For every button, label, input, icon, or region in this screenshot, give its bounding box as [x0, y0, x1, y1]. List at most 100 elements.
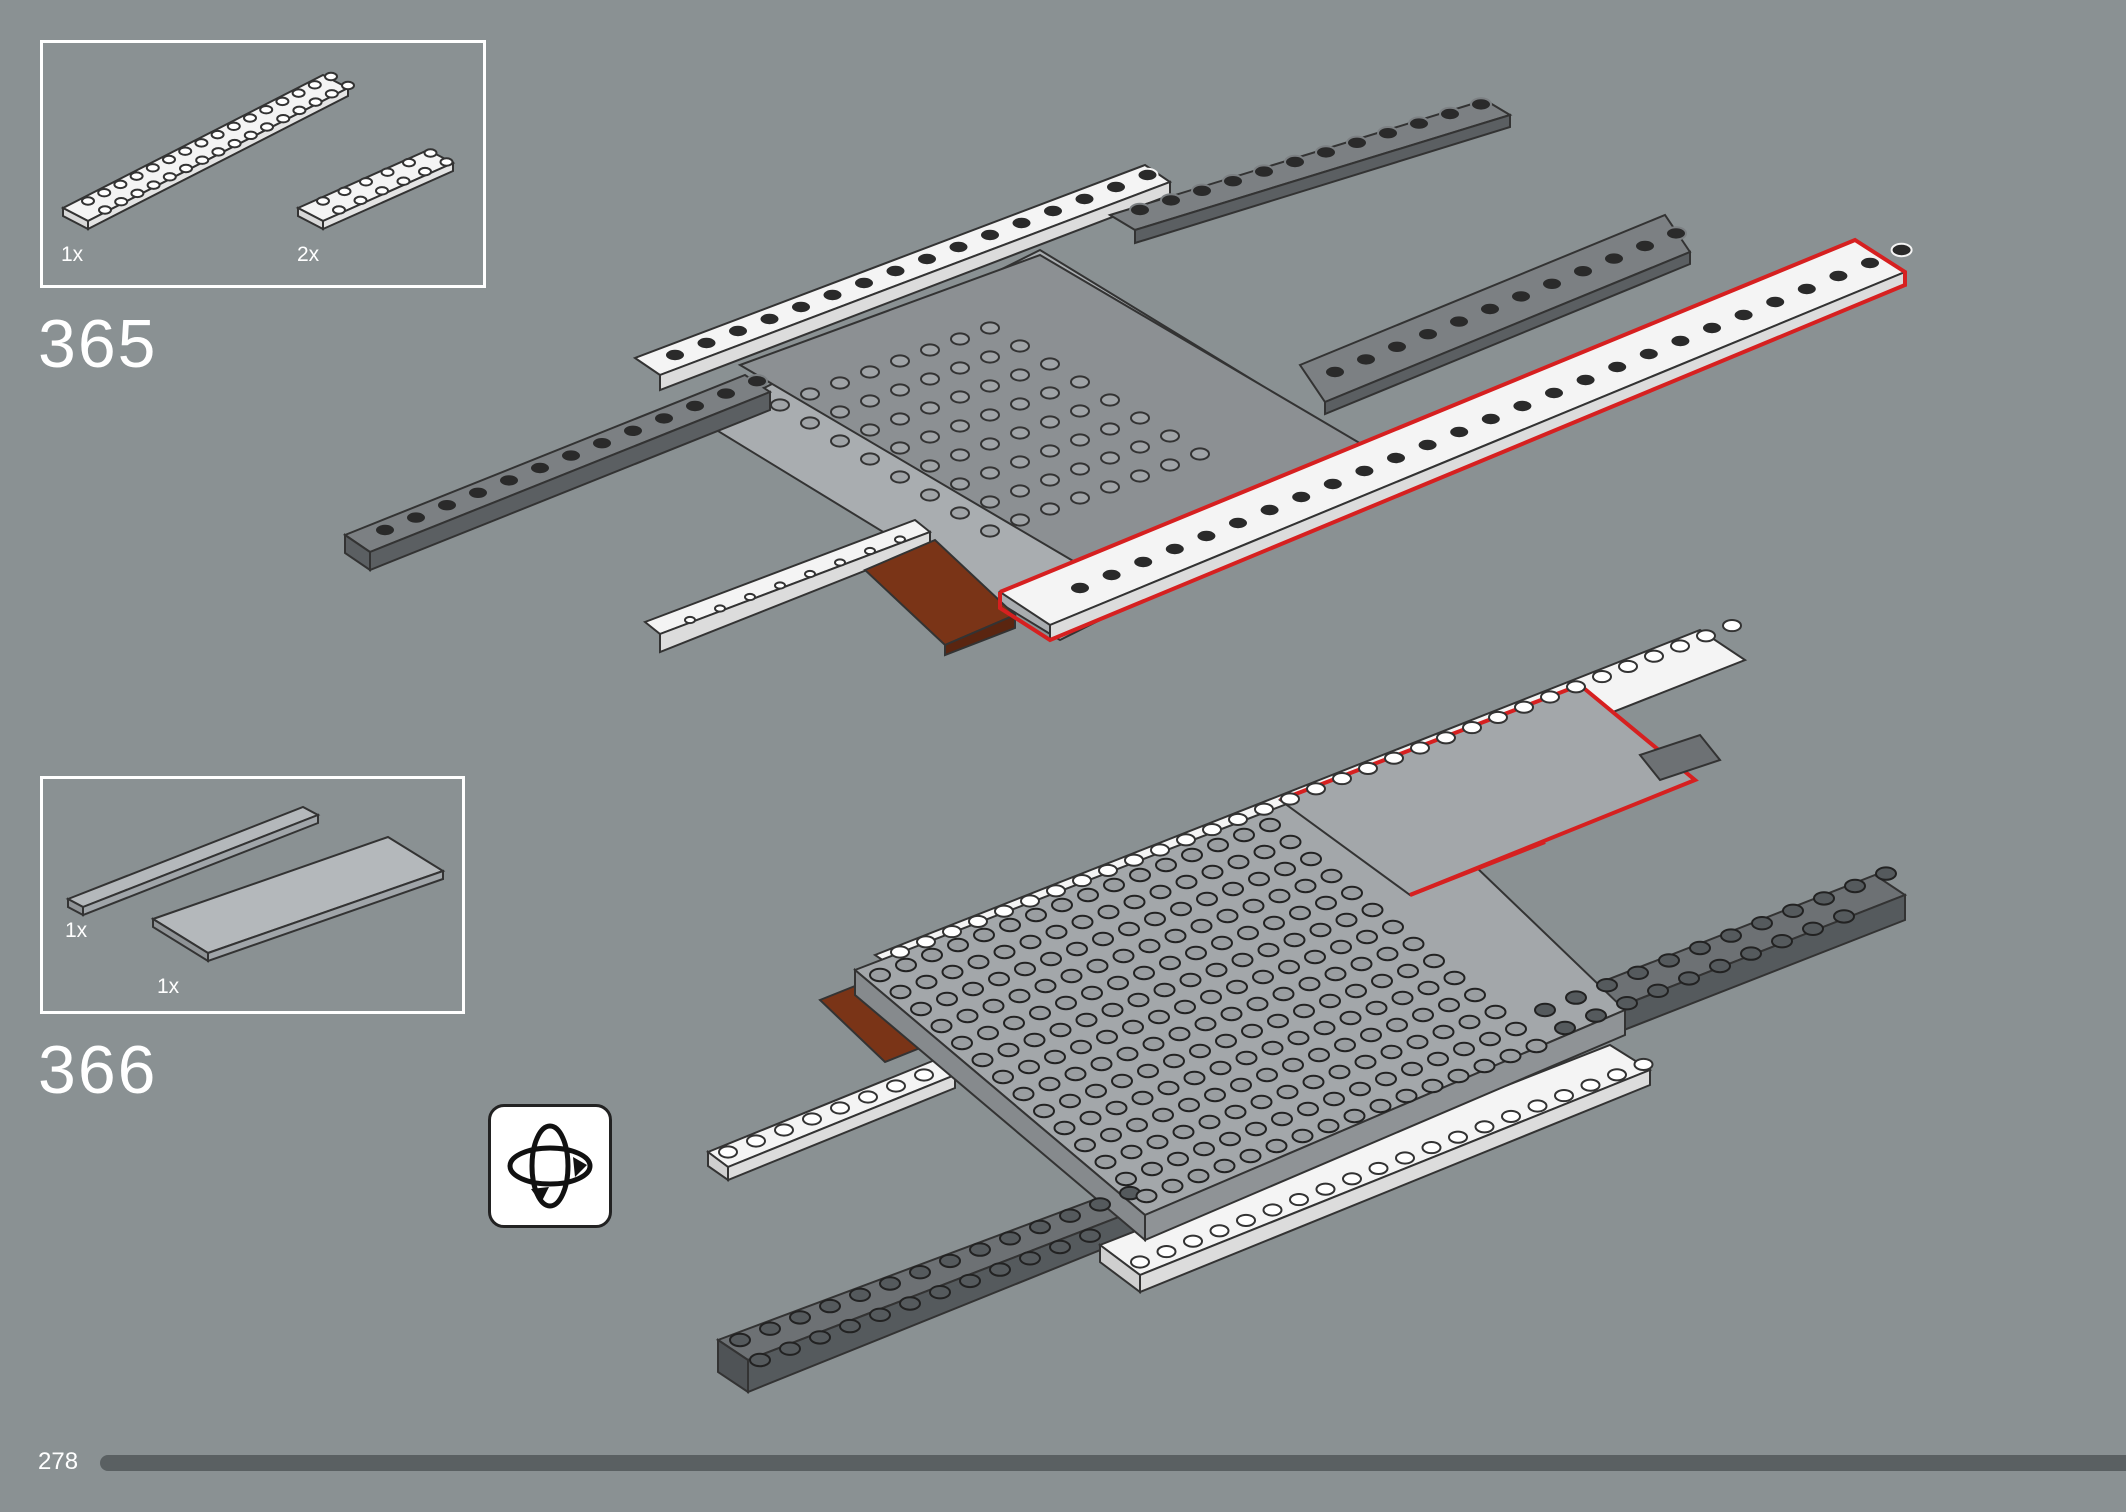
stud [1361, 902, 1384, 918]
stud [1040, 473, 1060, 487]
stud [179, 163, 193, 174]
stud [1514, 700, 1534, 714]
stud [1525, 1038, 1548, 1054]
stud [1020, 894, 1040, 908]
stud [1127, 992, 1150, 1008]
stud [1376, 946, 1399, 962]
stud [759, 1321, 781, 1336]
stud [1479, 1031, 1501, 1047]
stud [819, 1298, 841, 1314]
stud [920, 401, 940, 415]
stud [1304, 949, 1326, 965]
stud [1254, 802, 1274, 816]
stud [1554, 1020, 1576, 1036]
stud [1356, 929, 1378, 945]
stud [1385, 450, 1407, 466]
stud [1360, 1027, 1382, 1043]
stud [804, 569, 816, 579]
stud [895, 957, 917, 973]
stud [1097, 904, 1120, 920]
stud [1259, 817, 1281, 833]
stud [1315, 145, 1337, 160]
stud [1771, 934, 1793, 949]
stud [1343, 1108, 1366, 1124]
stud [1795, 281, 1818, 297]
stud [1245, 1121, 1267, 1137]
build-model-illustration [342, 97, 1913, 1394]
stud [1408, 116, 1430, 131]
stud [774, 1123, 794, 1137]
stud [1740, 946, 1762, 961]
stud [1308, 1047, 1330, 1063]
stud [1319, 993, 1341, 1009]
stud [1284, 154, 1306, 170]
stud [684, 398, 706, 414]
stud [980, 524, 1000, 538]
stud [1012, 1086, 1035, 1102]
stud [81, 196, 95, 206]
stud [1341, 885, 1363, 901]
stud [1252, 969, 1274, 985]
stud [1045, 924, 1068, 940]
stud [749, 1352, 771, 1368]
stud [718, 1145, 738, 1159]
stud [129, 171, 144, 181]
stud [999, 1231, 1021, 1246]
stud [1040, 357, 1060, 371]
stud [920, 372, 940, 386]
stud [1222, 174, 1244, 189]
stud [1219, 1131, 1241, 1147]
stud [1330, 939, 1352, 955]
stud [950, 390, 970, 404]
stud [770, 398, 790, 412]
stud [1263, 915, 1285, 931]
stud [436, 498, 458, 513]
stud [1189, 1043, 1211, 1059]
stud [1479, 411, 1502, 427]
stud [439, 157, 454, 167]
stud [529, 460, 551, 476]
stud [162, 172, 177, 182]
stud [1023, 1032, 1046, 1048]
stud [921, 947, 943, 963]
stud [1242, 898, 1265, 914]
stud [869, 1307, 891, 1323]
stud [1382, 919, 1404, 935]
stud [1371, 973, 1393, 989]
stud [316, 196, 330, 206]
stud [980, 437, 1000, 451]
stud [1081, 985, 1103, 1001]
stud [1071, 914, 1094, 930]
stud [1607, 1068, 1627, 1082]
stud-pattern [81, 71, 454, 215]
new-gray-plate-highlighted [1277, 682, 1699, 897]
stud [1105, 1100, 1128, 1116]
stud [849, 1287, 871, 1303]
stud [467, 485, 489, 500]
stud [1072, 874, 1092, 888]
stud [959, 1273, 981, 1289]
stud [1554, 1089, 1574, 1103]
stud [1406, 1034, 1429, 1050]
stud [498, 473, 520, 488]
stud [1669, 333, 1692, 349]
parts-callout-366: 1x 1x [40, 776, 465, 1014]
stud [830, 376, 850, 390]
stud [1176, 833, 1196, 847]
stud [879, 1276, 901, 1291]
stud [1164, 928, 1187, 944]
stud [800, 416, 820, 430]
stud [999, 917, 1021, 933]
stud [243, 113, 257, 123]
stud [1167, 1151, 1189, 1167]
stud [396, 176, 411, 186]
stud [727, 323, 749, 339]
stud [1042, 203, 1064, 219]
stud [1678, 971, 1700, 986]
stud [1346, 135, 1368, 151]
stud [1248, 871, 1270, 887]
page-progress-bar [100, 1455, 2126, 1471]
stud [980, 350, 1000, 364]
stud [939, 1253, 961, 1269]
stud [1813, 891, 1835, 906]
